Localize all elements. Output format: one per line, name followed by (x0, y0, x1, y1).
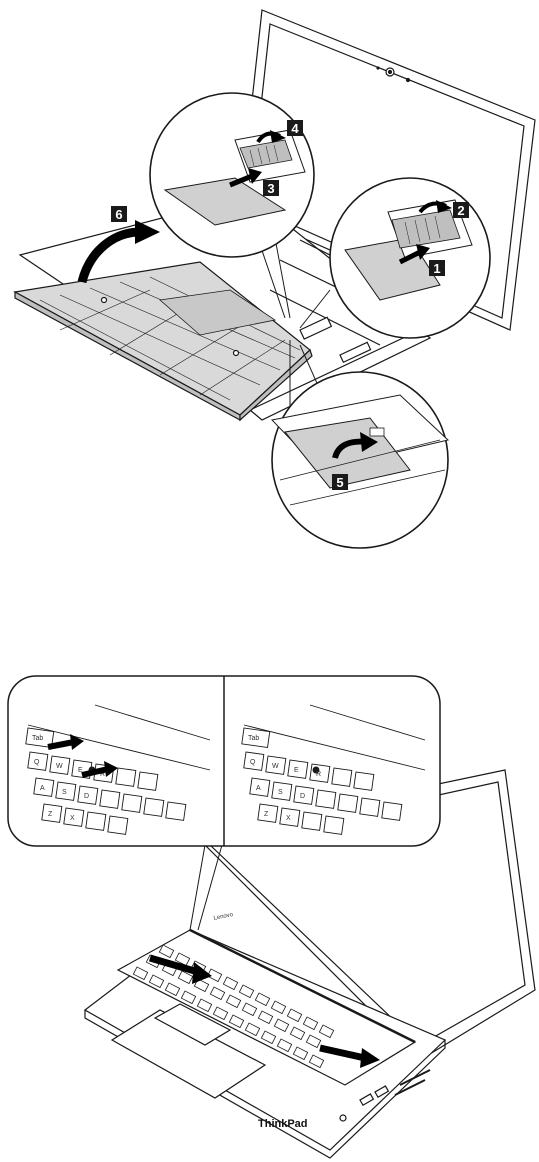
inset-right-view: Tab Q W E R A S D Z X (241, 704, 426, 835)
callout-badge-6: 6 (111, 206, 127, 222)
inset-left-key-z: Z (48, 811, 53, 818)
push-arrow-icon (398, 249, 422, 265)
svg-text:1: 1 (433, 261, 440, 276)
callout-badge-5: 5 (332, 474, 348, 490)
inset-left-key-tab: Tab (32, 735, 43, 742)
inset-right-key-q: Q (250, 759, 256, 766)
callout-badge-2: 2 (453, 202, 469, 218)
screen-logo: Lenovo (213, 912, 234, 922)
inset-right-key-e: E (294, 767, 299, 774)
inset-left-view: Tab Q W E R A S D Z X (25, 700, 215, 835)
curved-arrow-head-icon (135, 220, 160, 244)
keyboard-inset: Tab Q W E R A S D Z X (7, 675, 441, 847)
inset-connector-c (271, 371, 450, 549)
inset-connector-b (329, 177, 491, 339)
inset-right-key-s: S (278, 789, 283, 796)
push-arrow-icon (229, 173, 253, 188)
top-figure (13, 9, 536, 549)
push-arrow-icon (47, 739, 75, 750)
svg-text:4: 4 (291, 121, 299, 136)
callout-badge-1: 1 (429, 260, 445, 276)
inset-left-key-s: S (62, 789, 67, 796)
keyboard-panel (13, 261, 313, 422)
inset-left-key-d: D (84, 793, 89, 800)
inset-left-key-x: X (70, 815, 75, 822)
inset-right-key-r: R (316, 771, 321, 778)
inset-right-key-a: A (256, 785, 261, 792)
inset-right-key-tab: Tab (248, 735, 259, 742)
callout-badge-3: 3 (263, 180, 279, 196)
callout-badges: 1 2 3 4 5 6 (111, 120, 469, 490)
inset-left-key-q: Q (34, 759, 40, 766)
svg-text:2: 2 (457, 203, 464, 218)
inset-right-key-w: W (272, 763, 279, 770)
push-arrow-icon (319, 1044, 366, 1062)
inset-right-key-d: D (300, 793, 305, 800)
push-arrow-icon (149, 954, 199, 976)
svg-text:3: 3 (267, 181, 274, 196)
curved-arrow-icon (77, 227, 141, 284)
inset-left-key-w: W (56, 763, 63, 770)
inset-left-key-r: R (100, 771, 105, 778)
brand-label: ThinkPad (258, 1118, 308, 1130)
inset-left-key-a: A (40, 785, 45, 792)
inset-right-key-x: X (286, 815, 291, 822)
push-arrow-icon (81, 766, 109, 778)
inset-connector-a (149, 92, 315, 258)
callout-badge-4: 4 (287, 120, 303, 136)
inset-right-key-z: Z (264, 811, 269, 818)
svg-text:6: 6 (115, 207, 122, 222)
inset-left-key-e: E (78, 767, 83, 774)
svg-text:5: 5 (336, 475, 343, 490)
